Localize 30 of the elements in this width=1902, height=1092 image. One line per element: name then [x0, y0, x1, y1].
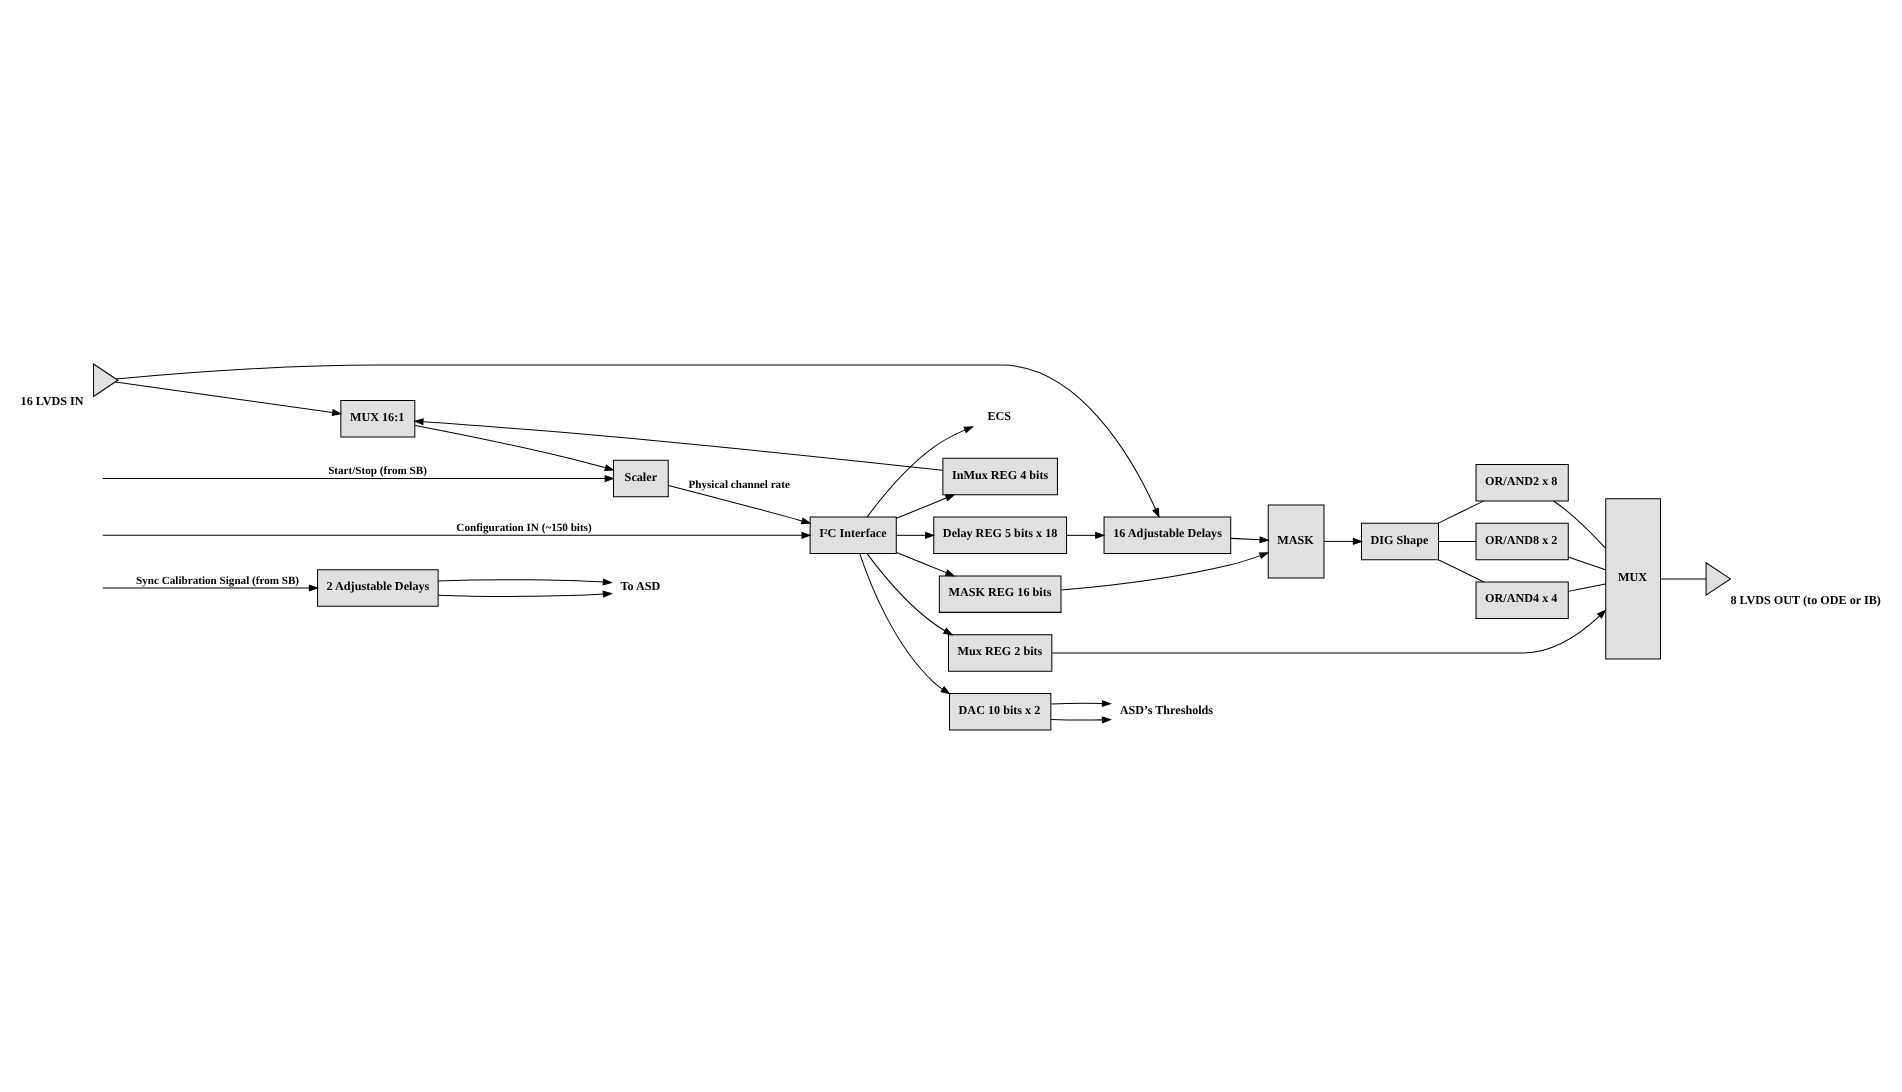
arrow	[866, 425, 975, 517]
arrow	[896, 493, 956, 518]
connector	[1438, 539, 1477, 541]
arrow	[102, 474, 615, 482]
arrow	[859, 552, 951, 694]
connector	[1567, 555, 1607, 570]
arrow	[115, 380, 343, 416]
connector	[1437, 499, 1485, 523]
arrow	[1323, 536, 1363, 544]
arrow	[102, 583, 319, 591]
arrow	[1060, 551, 1270, 590]
arrow	[414, 424, 615, 471]
connector	[1552, 499, 1606, 548]
connector	[1660, 577, 1707, 579]
arrow	[437, 589, 613, 597]
connector	[1437, 558, 1485, 582]
arrow	[866, 552, 954, 635]
arrow	[1066, 530, 1106, 538]
connector	[1567, 582, 1607, 591]
arrow	[896, 551, 956, 576]
arrow	[115, 363, 1160, 518]
arrow	[413, 417, 944, 470]
arrow	[1051, 608, 1607, 653]
arrow	[1050, 715, 1112, 723]
arrow	[437, 577, 613, 585]
arrow	[1050, 698, 1112, 707]
arrow	[1230, 535, 1270, 543]
arrow	[102, 530, 812, 538]
arrow	[667, 483, 812, 524]
arrow	[896, 530, 936, 538]
